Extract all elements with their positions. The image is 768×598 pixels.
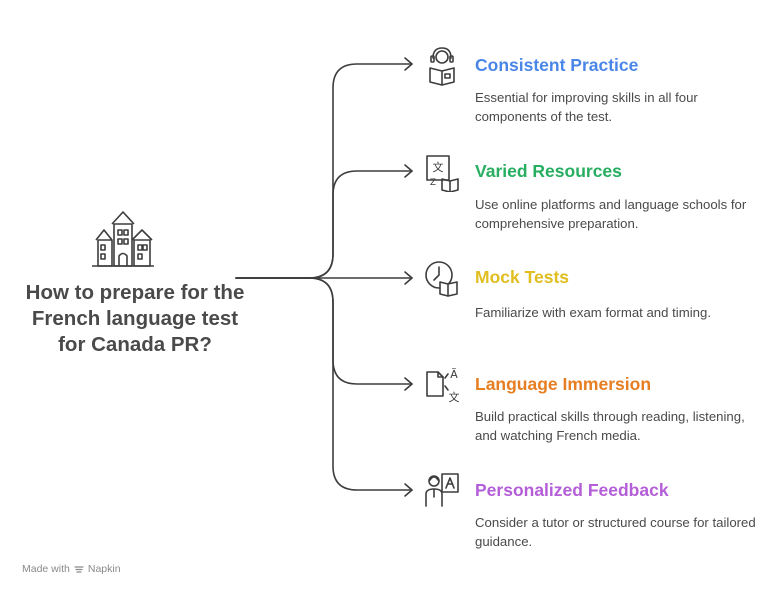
branch-title-language-immersion: Language Immersion <box>475 374 652 394</box>
branch-title-varied-resources: Varied Resources <box>475 161 622 181</box>
connector-line-4 <box>235 277 413 385</box>
document-translate-icon: Ã 文 <box>426 368 460 404</box>
branch-description-consistent-practice: Essential for improving skills in all fo… <box>475 90 698 124</box>
connector-arrowhead-1 <box>404 57 413 71</box>
connector-line-5 <box>235 277 413 491</box>
connector-line-2 <box>235 170 413 279</box>
svg-text:Ã: Ã <box>450 368 458 381</box>
clock-book-icon <box>425 261 458 297</box>
branch-title-mock-tests: Mock Tests <box>475 267 570 287</box>
connector-arrowhead-5 <box>404 483 413 497</box>
napkin-logo-icon <box>74 566 84 573</box>
branch-title-consistent-practice: Consistent Practice <box>475 55 639 75</box>
branch-description-varied-resources: Use online platforms and language school… <box>475 197 747 231</box>
footer-text: Made with <box>22 563 70 575</box>
footer-brand: Napkin <box>87 563 121 575</box>
branch-title-personalized-feedback: Personalized Feedback <box>475 480 669 500</box>
footer: Made with Napkin <box>22 563 121 575</box>
svg-text:文: 文 <box>449 390 460 404</box>
svg-text:Z: Z <box>430 178 436 188</box>
connector-arrowhead-2 <box>404 164 413 178</box>
branch-description-language-immersion: Build practical skills through reading, … <box>475 409 745 443</box>
branch-description-personalized-feedback: Consider a tutor or structured course fo… <box>475 515 756 549</box>
root-title: How to prepare for the French language t… <box>25 281 245 356</box>
chateau-icon <box>92 211 154 267</box>
svg-text:文: 文 <box>433 160 444 174</box>
translate-book-icon: 文 Z <box>426 155 459 192</box>
headset-book-icon <box>429 47 455 86</box>
connector-arrowhead-3 <box>404 271 413 285</box>
tutor-board-icon <box>425 473 459 507</box>
branch-description-mock-tests: Familiarize with exam format and timing. <box>475 305 711 320</box>
connector-arrowhead-4 <box>404 377 413 391</box>
